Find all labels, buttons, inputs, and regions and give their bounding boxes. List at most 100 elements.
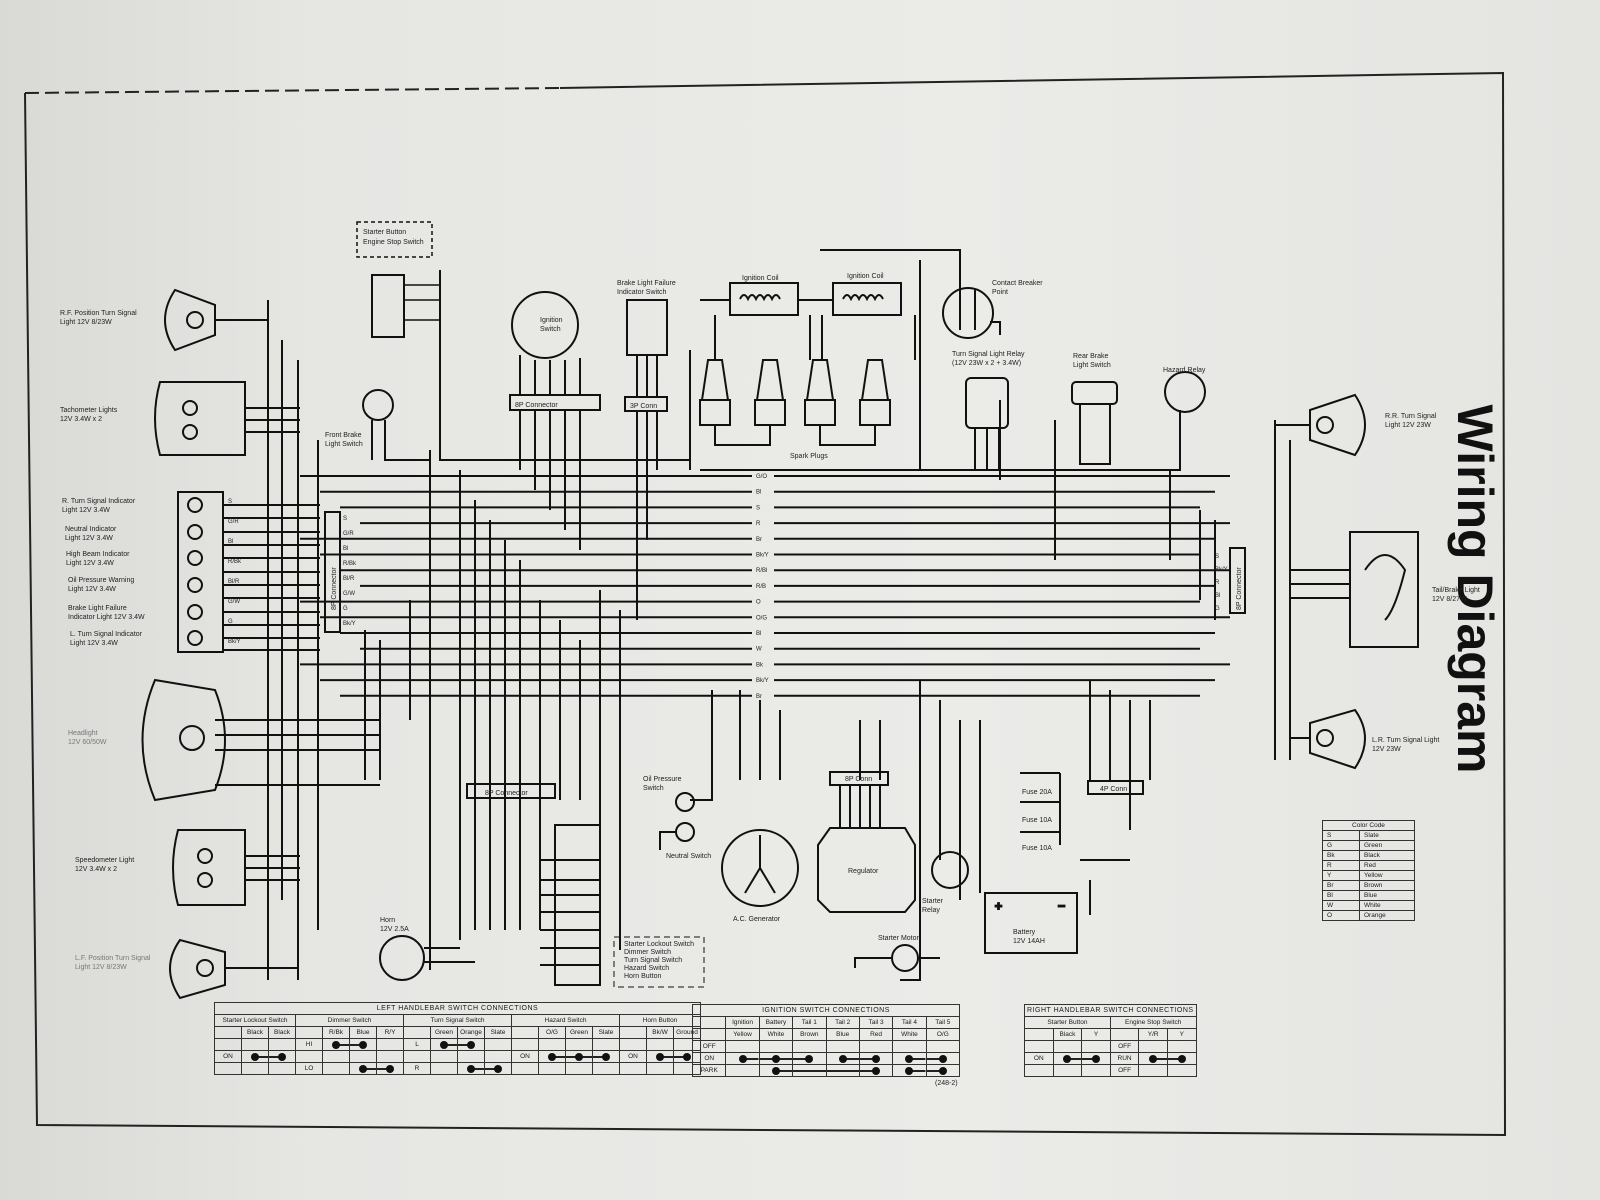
svg-text:12V 14AH: 12V 14AH (1013, 938, 1045, 945)
svg-text:L.F. Position Turn Signal: L.F. Position Turn Signal (75, 955, 151, 962)
svg-text:Rear Brake: Rear Brake (1073, 353, 1109, 360)
svg-text:Hazard Relay: Hazard Relay (1163, 367, 1206, 374)
terminal-name: Tail 2 (825, 1016, 860, 1029)
svg-text:Horn: Horn (380, 917, 395, 924)
connection-cell (241, 1062, 269, 1075)
connection-cell (565, 1050, 593, 1063)
bus-wire-label-bg (752, 503, 774, 512)
connection-cell (592, 1062, 620, 1075)
connection-cell (925, 1052, 961, 1065)
connection-cell (349, 1050, 377, 1063)
connection-cell (825, 1040, 860, 1053)
switch-position: OFF (1109, 1040, 1140, 1053)
terminal-name: Tail 5 (925, 1016, 961, 1029)
switch-position (619, 1062, 647, 1075)
pin-label: G (228, 619, 233, 625)
wire-color: Black (241, 1026, 269, 1039)
wire-color: O/G (925, 1028, 961, 1041)
connection-cell (538, 1038, 566, 1051)
connection-cell (825, 1064, 860, 1077)
bus-wire-label: R/B (756, 584, 766, 590)
connection-dot (656, 1052, 664, 1061)
connection-cell (484, 1038, 512, 1051)
connection-cell (725, 1064, 760, 1077)
bus-wire-label-bg (752, 644, 774, 653)
color-abbrev: Br (1322, 880, 1360, 891)
connection-cell (538, 1062, 566, 1075)
terminal-name: Tail 3 (858, 1016, 894, 1029)
svg-text:Light 12V 8/23W: Light 12V 8/23W (60, 319, 112, 326)
bus-wire-label-bg (752, 613, 774, 622)
turn-signal-relay (965, 377, 1009, 470)
connection-cell (892, 1052, 927, 1065)
svg-text:Tachometer Lights: Tachometer Lights (60, 407, 118, 414)
svg-text:Ignition Coil: Ignition Coil (742, 275, 779, 282)
connection-cell (792, 1064, 827, 1077)
svg-text:R.F. Position Turn Signal: R.F. Position Turn Signal (60, 310, 137, 317)
connection-cell (457, 1050, 485, 1063)
connection-dot (602, 1052, 610, 1061)
svg-text:Starter Lockout Switch: Starter Lockout Switch (624, 941, 694, 948)
switch-position: LO (295, 1062, 323, 1075)
bus-wire-label: Bk (756, 662, 764, 668)
connection-dot (359, 1064, 367, 1073)
svg-text:Light 12V 3.4W: Light 12V 3.4W (68, 586, 116, 593)
svg-text:R.R. Turn Signal: R.R. Turn Signal (1385, 413, 1437, 420)
header-blank (691, 1016, 727, 1029)
pin-label: R/Bk (228, 559, 242, 565)
connection-dot (278, 1052, 286, 1061)
pin-label: S (228, 499, 232, 505)
switch-position (511, 1038, 539, 1051)
svg-text:Dimmer Switch: Dimmer Switch (624, 949, 671, 956)
starter-button-box (356, 221, 440, 338)
wire-color: Bk/W (646, 1026, 674, 1039)
connection-dot (938, 1066, 947, 1075)
connection-cell (646, 1038, 674, 1051)
wire-color: Slate (592, 1026, 620, 1039)
pin-label: G (1215, 606, 1220, 612)
switch-group-name: Starter Lockout Switch (214, 1014, 296, 1027)
horn (379, 935, 475, 981)
svg-text:8P Connector: 8P Connector (331, 567, 338, 610)
color-code-title: Color Code (1322, 820, 1415, 831)
pin-label: R/Bk (343, 561, 357, 567)
color-name: Green (1359, 840, 1415, 851)
connection-dot (1063, 1054, 1072, 1063)
connection-cell (725, 1040, 760, 1053)
fuse-block (1020, 772, 1061, 845)
svg-text:+: + (995, 899, 1002, 913)
connection-dot (872, 1066, 881, 1075)
rear-brake-switch (1071, 381, 1118, 465)
svg-text:Turn Signal Switch: Turn Signal Switch (624, 957, 682, 964)
switch-position (295, 1050, 323, 1063)
connection-cell (758, 1064, 794, 1077)
switch-legend-box (613, 936, 705, 988)
connection-cell (892, 1040, 927, 1053)
connection-cell (1081, 1040, 1111, 1053)
pin-label: S (1215, 554, 1219, 560)
wire-color: R/Y (376, 1026, 404, 1039)
svg-text:Tail/Brake Light: Tail/Brake Light (1432, 587, 1480, 594)
connection-cell (484, 1062, 512, 1075)
svg-text:(12V 23W x 2 + 3.4W): (12V 23W x 2 + 3.4W) (952, 360, 1021, 367)
wire-color: Blue (825, 1028, 860, 1041)
wire-color: Orange (457, 1026, 485, 1039)
ignition-coils (700, 282, 916, 360)
speedometer-lamps (172, 829, 300, 906)
svg-text:8P Connector: 8P Connector (485, 790, 528, 797)
switch-group-name: Dimmer Switch (295, 1014, 404, 1027)
connection-dot (838, 1054, 847, 1063)
pin-label: S (343, 516, 347, 522)
svg-text:Neutral Switch: Neutral Switch (666, 853, 711, 860)
bus-wire-label-bg (752, 581, 774, 590)
svg-text:Indicator Switch: Indicator Switch (617, 289, 667, 296)
tail-brake-lamp (1290, 531, 1419, 648)
connection-dot (1091, 1054, 1100, 1063)
